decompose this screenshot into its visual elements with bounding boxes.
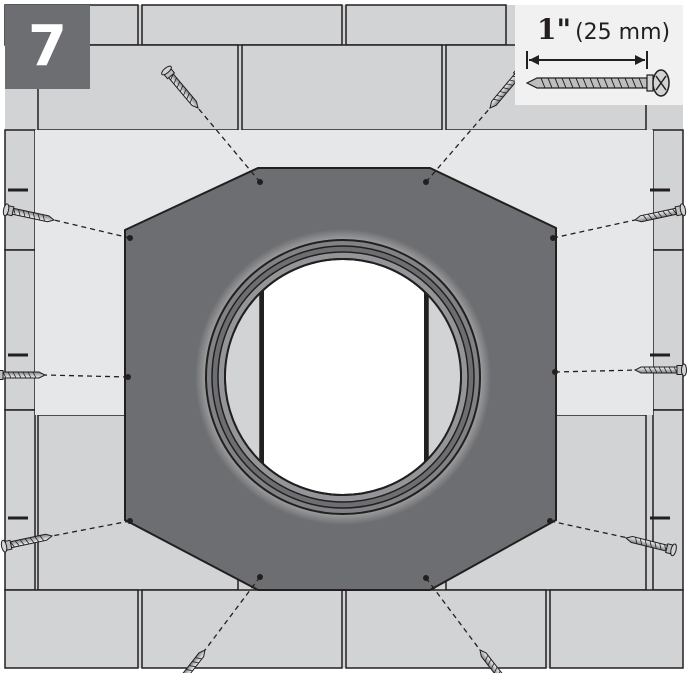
screw-length-mm: (25 mm) xyxy=(575,20,671,45)
screw-spec-callout: 1"(25 mm) xyxy=(515,5,683,105)
screw-spec-drawing xyxy=(525,51,670,97)
step-number-badge: 7 xyxy=(5,5,90,89)
screw-length-label: 1"(25 mm) xyxy=(537,13,670,46)
screw-guide-lines xyxy=(44,107,639,651)
screw-length-inch: 1" xyxy=(537,13,572,46)
side-tick-marks xyxy=(8,188,670,520)
